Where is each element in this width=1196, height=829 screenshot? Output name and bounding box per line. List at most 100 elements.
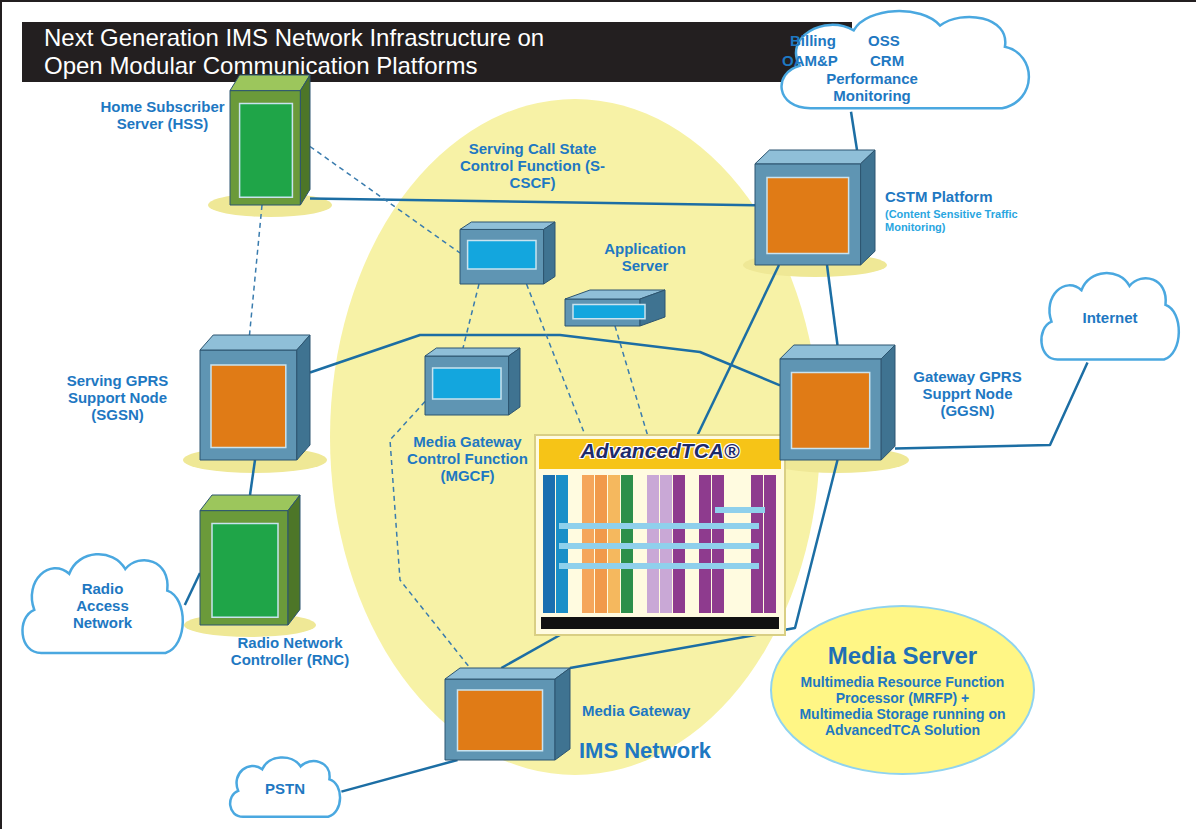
frame-line	[0, 0, 1196, 2]
bearer-link	[895, 363, 1088, 449]
server-front	[425, 356, 509, 415]
cloud-shape	[782, 11, 1029, 108]
server-node: Radio Network Controller (RNC)	[200, 495, 300, 625]
node-sublabel: CRM	[870, 52, 930, 69]
backplane-bar	[559, 563, 759, 569]
server-panel	[212, 524, 278, 618]
bearer-link	[851, 112, 857, 150]
server-top	[425, 348, 520, 356]
blade-slot	[543, 475, 555, 613]
cloud-node: Billing OSS OAM&P CRMPerformance Monitoring	[770, 2, 1040, 120]
server-front	[230, 91, 300, 205]
chassis-frame	[535, 435, 785, 635]
server-icon	[780, 345, 895, 460]
bearer-link	[250, 460, 255, 495]
server-icon	[425, 348, 520, 415]
node-label: Home Subscriber Server (HSS)	[100, 98, 225, 132]
node-label: CSTM Platform	[885, 188, 1035, 205]
node-sublabel: Performance Monitoring	[812, 70, 932, 104]
server-icon	[565, 290, 665, 326]
node-sublabel: Multimedia Resource Function Processor (…	[798, 674, 1008, 738]
server-node: Media Gateway	[445, 668, 570, 760]
server-node: CSTM Platform(Content Sensitive Traffic …	[755, 150, 875, 265]
server-icon	[445, 668, 570, 760]
cloud-shape	[1041, 273, 1178, 359]
server-front	[200, 350, 297, 460]
server-panel	[573, 304, 645, 318]
server-node: Application Server	[565, 290, 665, 326]
bearer-link	[310, 335, 780, 385]
node-label: Media Gateway Control Function (MGCF)	[405, 433, 530, 484]
node-sublabel: OSS	[868, 32, 928, 49]
server-panel	[240, 104, 293, 198]
blade-slot	[764, 475, 776, 613]
server-icon	[200, 335, 310, 460]
node-label: Internet	[1082, 309, 1137, 326]
node-label: Serving GPRS Support Node (SGSN)	[45, 372, 190, 423]
server-top	[445, 668, 570, 679]
node-label: AdvancedTCA®	[535, 439, 785, 463]
server-top	[460, 222, 555, 229]
node-sublabel: OAM&P	[782, 52, 862, 69]
server-top	[780, 345, 895, 359]
node-label: Media Gateway	[582, 702, 702, 719]
cloud-node: Radio Access Network	[15, 545, 190, 665]
bearer-link	[501, 635, 560, 668]
node-label: IMS Network	[560, 738, 730, 763]
server-side	[297, 335, 310, 460]
server-side	[555, 668, 570, 760]
backplane-bar	[559, 543, 759, 549]
server-top	[200, 495, 300, 511]
server-icon	[460, 222, 555, 284]
server-side	[288, 495, 300, 625]
node-label: Radio Access Network	[58, 580, 148, 631]
server-icon	[200, 495, 300, 625]
server-icon	[230, 75, 310, 205]
server-node: Home Subscriber Server (HSS)	[230, 75, 310, 205]
server-front	[780, 359, 881, 460]
server-panel	[211, 365, 286, 448]
node-label: Billing	[790, 32, 860, 49]
server-top	[755, 150, 875, 164]
cloud-shape	[230, 758, 340, 817]
title-bar	[22, 22, 852, 82]
server-icon	[755, 150, 875, 265]
bearer-link	[185, 573, 200, 605]
node-label: PSTN	[265, 780, 305, 797]
server-side	[300, 75, 310, 205]
server-node: Serving GPRS Support Node (SGSN)	[200, 335, 310, 460]
signaling-link	[463, 284, 479, 348]
server-front	[445, 679, 555, 760]
cloud-shape	[22, 554, 182, 653]
bearer-link	[827, 265, 838, 345]
cloud-node: PSTN	[225, 752, 345, 824]
server-side	[861, 150, 875, 265]
server-top	[200, 335, 310, 350]
node-label: Media Server	[828, 642, 977, 670]
media-server-ellipse: Media ServerMultimedia Resource Function…	[770, 605, 1035, 775]
server-node: Serving Call State Control Function (S-C…	[460, 222, 555, 284]
bearer-link	[698, 265, 780, 435]
signaling-link	[250, 205, 263, 335]
server-node: Media Gateway Control Function (MGCF)	[425, 348, 520, 415]
network-region: IMS Network Serving Call State Control Fu…	[330, 98, 820, 776]
server-node: Gateway GPRS Supprt Node (GGSN)	[780, 345, 895, 460]
bearer-link	[310, 199, 755, 206]
chassis-base	[541, 617, 779, 629]
node-label: Application Server	[590, 240, 700, 274]
server-front	[755, 164, 861, 265]
backplane-bar	[559, 523, 759, 529]
atca-chassis	[535, 435, 785, 635]
server-front	[200, 511, 288, 625]
server-side	[544, 222, 555, 284]
atca-platform: AdvancedTCA®	[535, 435, 785, 635]
bearer-link	[341, 760, 457, 792]
signaling-link	[310, 147, 460, 254]
frame-line	[0, 0, 2, 829]
server-panel	[792, 373, 870, 449]
diagram-title: Next Generation IMS Network Infrastructu…	[44, 24, 604, 80]
server-panel	[468, 241, 536, 270]
backplane-bar	[715, 507, 765, 513]
server-panel	[458, 690, 543, 751]
server-panel	[767, 178, 849, 254]
